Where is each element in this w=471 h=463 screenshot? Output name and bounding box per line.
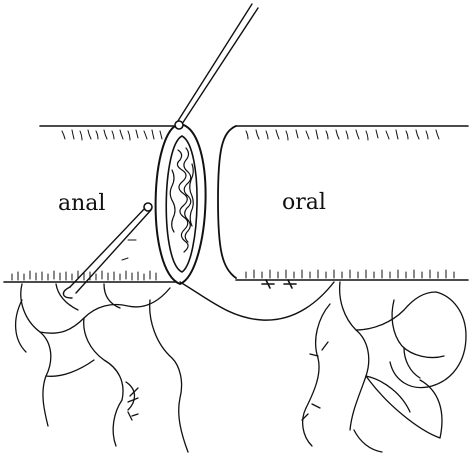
lower-suture-thread-b — [76, 210, 151, 293]
upper-suture-knot — [175, 121, 183, 129]
oral-bowel-segment — [218, 126, 468, 288]
oral-closed-end — [218, 126, 236, 278]
lower-suture-end — [63, 287, 72, 298]
upper-stay-suture — [175, 4, 258, 129]
label-anal: anal — [58, 191, 105, 216]
anal-detail-ticks — [122, 240, 136, 260]
lower-stay-suture — [63, 203, 152, 298]
oral-top-hatching — [246, 130, 439, 140]
anal-mucosa-texture — [170, 148, 193, 252]
mesentery-loop — [180, 282, 334, 320]
lower-suture-knot — [144, 203, 152, 211]
oral-stitch-marks — [262, 280, 296, 288]
label-oral: oral — [282, 190, 326, 215]
oral-bottom-hatching — [246, 270, 454, 278]
upper-suture-thread-b — [182, 8, 258, 124]
right-mesenteric-vessels — [302, 282, 466, 452]
upper-suture-thread-a — [176, 4, 252, 124]
anal-cut-end-outer — [156, 124, 206, 284]
anal-top-hatching — [62, 130, 162, 140]
left-mesenteric-vessels — [16, 284, 188, 452]
